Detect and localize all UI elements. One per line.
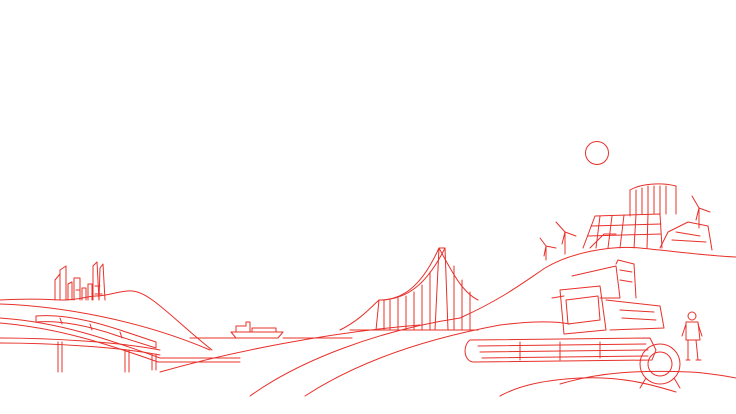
hills (0, 247, 736, 396)
city-skyline (55, 262, 105, 300)
combine-harvester (465, 260, 680, 388)
cargo-ship (231, 322, 283, 338)
highway-overpass (0, 318, 240, 372)
wind-turbines (540, 196, 710, 260)
wind-turbine-icon (556, 222, 576, 254)
solar-factory (583, 184, 712, 250)
train (36, 316, 156, 348)
suspension-bridge (340, 248, 478, 330)
wind-turbine-icon (540, 238, 556, 260)
farmer (682, 312, 702, 360)
sun-icon (586, 142, 609, 165)
